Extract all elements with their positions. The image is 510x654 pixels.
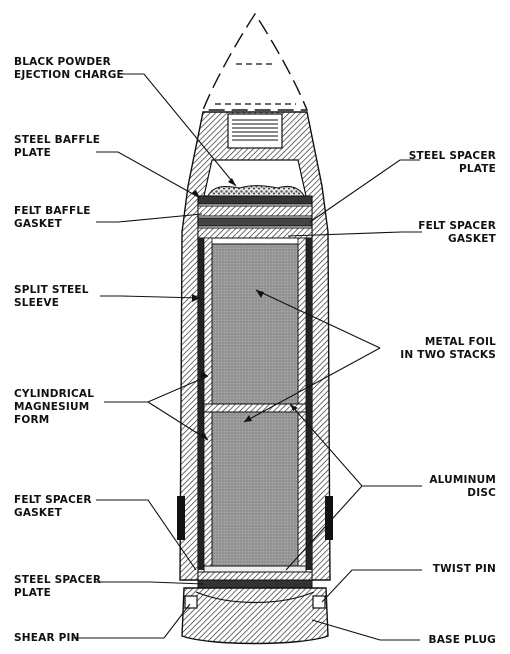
nose-cone [201,12,309,111]
leader-arrowheads [192,178,298,440]
label-split-steel-sleeve: SPLIT STEEL SLEEVE [14,284,89,309]
label-twist-pin: TWIST PIN [432,563,496,575]
label-black-powder-ejection-charge: BLACK POWDER EJECTION CHARGE [14,56,124,81]
felt-spacer-gasket-bottom [197,571,313,581]
label-base-plug: BASE PLUG [428,634,496,646]
base-plug [181,587,329,645]
label-cylindrical-magnesium-form: CYLINDRICAL MAGNESIUM FORM [14,388,95,426]
steel-spacer-plate-bottom [197,579,313,589]
felt-spacer-gasket-top [197,227,313,239]
label-felt-spacer-gasket-left: FELT SPACER GASKET [14,494,92,519]
metal-foil-lower-stack [211,411,299,569]
split-steel-sleeve-left [198,238,204,570]
split-steel-sleeve-right [306,238,312,570]
label-felt-spacer-gasket-right: FELT SPACER GASKET [418,220,496,245]
label-metal-foil-in-two-stacks: METAL FOIL IN TWO STACKS [400,336,496,361]
twist-pin [312,595,326,609]
label-felt-baffle-gasket: FELT BAFFLE GASKET [14,205,91,230]
metal-foil-upper-stack [211,243,299,405]
leader-lines [72,73,422,641]
label-steel-spacer-plate-right: STEEL SPACER PLATE [408,150,496,175]
steel-baffle-plate [197,195,313,205]
label-aluminum-disc: ALUMINUM DISC [429,474,496,499]
shear-pin [184,595,198,609]
label-steel-baffle-plate: STEEL BAFFLE PLATE [14,134,101,159]
label-steel-spacer-plate-left: STEEL SPACER PLATE [14,574,102,599]
black-powder-charge [207,185,305,197]
label-shear-pin: SHEAR PIN [14,632,80,644]
felt-baffle-gasket [197,205,313,217]
steel-spacer-plate-top [197,217,313,227]
aluminum-disc-bottom [203,565,307,573]
